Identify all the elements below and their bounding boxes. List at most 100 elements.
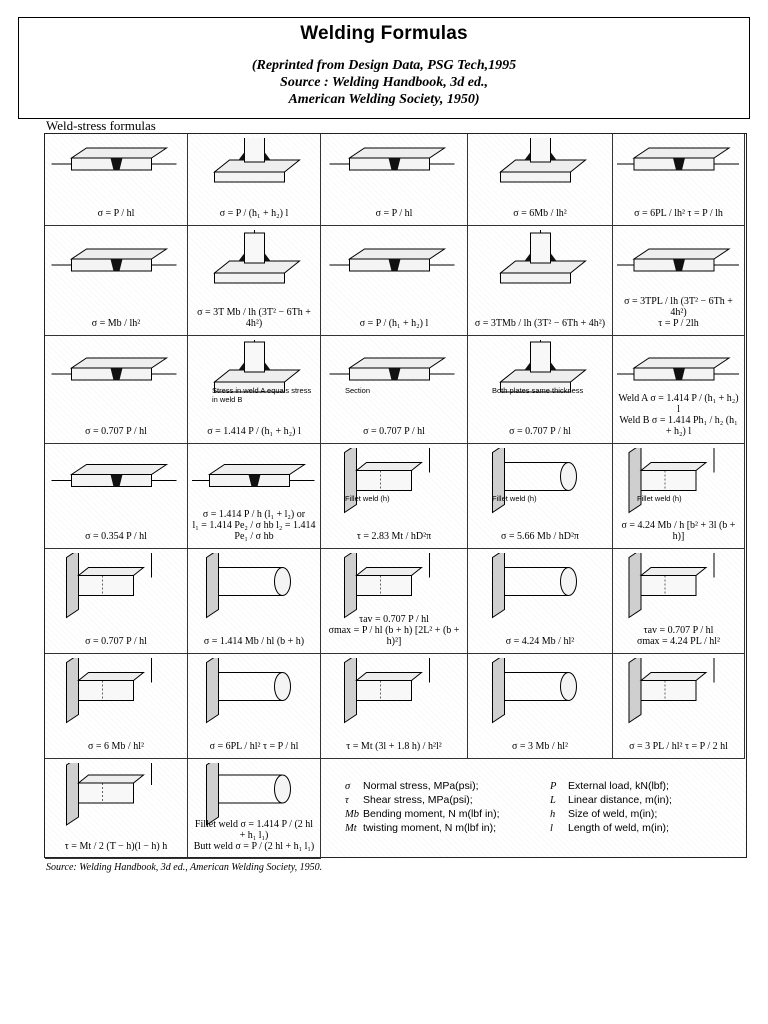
weld-figure (51, 464, 177, 487)
weld-figure (492, 448, 577, 514)
formula-cell: σ = 6 Mb / hl² (45, 654, 188, 759)
formula-cell: σ = Mb / lh² (45, 226, 188, 336)
legend-symbol: L (550, 795, 556, 806)
header-box: Welding Formulas (Reprinted from Design … (18, 17, 750, 119)
legend-symbol: P (550, 781, 557, 792)
legend-description: Length of weld, m(in); (568, 822, 669, 834)
source-line-1: Source : Welding Handbook, 3d ed., (280, 75, 488, 90)
legend-description: Shear stress, MPa(psi); (363, 794, 473, 806)
formula-cell: τ = Mt (3l + 1.8 h) / h²l² (321, 654, 468, 759)
stress-formula: σ = 3TPL / lh (3T² − 6Th + 4h²) τ = P / … (624, 296, 733, 329)
weld-figure (192, 464, 315, 487)
stress-formula: τ = Mt / 2 (T − h)(l − h) h (64, 841, 168, 852)
weld-figure (628, 658, 715, 724)
stress-formula: σ = P / hl (97, 208, 135, 219)
weld-figure (213, 340, 301, 393)
formula-cell: σ = 1.414 Mb / hl (b + h) (188, 549, 321, 654)
legend-symbol: Mt (345, 823, 357, 834)
legend-item: Mt twisting moment, N m(lbf in); (345, 822, 496, 834)
formula-cell: τav = 0.707 P / hl σmax = P / hl (b + h)… (321, 549, 468, 654)
formula-cell: τav = 0.707 P / hl σmax = 4.24 PL / hl² (613, 549, 745, 654)
weld-figure (213, 230, 301, 284)
formula-cell: Weld A σ = 1.414 P / (h₁ + h₂) l Weld B … (613, 336, 745, 444)
page-title: Welding Formulas (300, 23, 468, 44)
weld-figure (499, 230, 587, 284)
formula-cell: σ = 3TMb / lh (3T² − 6Th + 4h²) (468, 226, 613, 336)
weld-figure (617, 147, 739, 171)
weld-figure (329, 248, 455, 272)
formula-cell: σ = 6PL / lh² τ = P / lh (613, 134, 745, 226)
figure-note: Stress in weld A equals stress in weld B (212, 386, 312, 404)
stress-formula: σ = 4.24 Mb / hl² (505, 636, 575, 647)
legend-description: Size of weld, m(in); (568, 808, 658, 820)
stress-formula: τav = 0.707 P / hl σmax = P / hl (b + h)… (328, 614, 460, 647)
formula-cell: σ = 1.414 P / h (l₁ + l₂) or l₁ = 1.414 … (188, 444, 321, 549)
stress-formula: σ = P / (h₁ + h₂) l (219, 208, 289, 219)
stress-formula: σ = 0.707 P / hl (509, 426, 571, 437)
legend-symbol: l (550, 823, 553, 834)
formula-cell: Fillet weld σ = 1.414 P / (2 hl + h₁ l₁)… (188, 759, 321, 859)
weld-figure (492, 658, 577, 724)
formula-cell: σ = 4.24 Mb / h [b² + 3l (b + h)] Fillet … (613, 444, 745, 549)
formula-cell: σ = 3 PL / hl² τ = P / 2 hl (613, 654, 745, 759)
stress-formula: σ = 0.707 P / hl (363, 426, 425, 437)
weld-figure (206, 658, 291, 724)
formula-cell: σ = P / (h₁ + h₂) l (321, 226, 468, 336)
weld-figure (206, 763, 291, 826)
weld-figure (344, 553, 430, 619)
stress-formula: τ = 2.83 Mt / hD²π (356, 531, 432, 542)
stress-formula: Weld A σ = 1.414 P / (h₁ + h₂) l Weld B … (618, 393, 739, 437)
stress-formula: σ = 0.354 P / hl (85, 531, 147, 542)
formula-cell: σ = P / hl (45, 134, 188, 226)
figure-note: Fillet weld (h) (345, 494, 390, 503)
stress-formula: Fillet weld σ = 1.414 P / (2 hl + h₁ l₁)… (193, 819, 315, 852)
weld-figure (66, 763, 152, 826)
legend-description: Linear distance, m(in); (568, 794, 672, 806)
stress-formula: σ = 1.414 P / (h₁ + h₂) l (207, 426, 301, 437)
weld-figure (329, 357, 455, 381)
weld-figure (617, 248, 739, 272)
weld-figure (51, 147, 177, 171)
weld-figure (206, 553, 291, 619)
stress-formula: σ = 6 Mb / hl² (88, 741, 144, 752)
stress-formula: σ = 6PL / lh² τ = P / lh (634, 208, 723, 219)
weld-figure (617, 357, 739, 381)
legend-item: l Length of weld, m(in); (550, 822, 669, 834)
weld-figure (628, 553, 715, 619)
figure-note: Fillet weld (h) (637, 494, 682, 503)
stress-formula: σ = 4.24 Mb / h [b² + 3l (b + h)] (621, 520, 736, 542)
weld-figure (344, 658, 430, 724)
weld-figure (499, 340, 587, 393)
weld-figure (66, 553, 152, 619)
stress-formula: σ = 1.414 Mb / hl (b + h) (203, 636, 305, 647)
formula-cell: σ = 0.707 P / hl (45, 549, 188, 654)
reprint-line: (Reprinted from Design Data, PSG Tech,19… (251, 58, 517, 73)
formula-cell: σ = 0.707 P / hl (45, 336, 188, 444)
stress-formula: σ = 0.707 P / hl (85, 636, 147, 647)
weld-figure (51, 248, 177, 272)
formula-cell: σ = 6PL / hl² τ = P / hl (188, 654, 321, 759)
weld-figure (628, 448, 715, 514)
legend-symbol: Mb (345, 809, 359, 820)
figure-note: Section (345, 386, 371, 395)
stress-formula: τav = 0.707 P / hl σmax = 4.24 PL / hl² (636, 625, 721, 647)
legend-item: L Linear distance, m(in); (550, 794, 672, 806)
legend-description: twisting moment, N m(lbf in); (363, 822, 497, 834)
stress-formula: σ = 3 Mb / hl² (512, 741, 568, 752)
stress-formula: σ = 6Mb / lh² (513, 208, 567, 219)
weld-figure (499, 138, 587, 183)
formula-cell: σ = 3T Mb / lh (3T² − 6Th + 4h²) (188, 226, 321, 336)
formula-cell: σ = P / (h₁ + h₂) l (188, 134, 321, 226)
weld-figure (51, 357, 177, 381)
source-citation: Source: Welding Handbook, 3d ed., Americ… (46, 862, 323, 873)
section-title: Weld-stress formulas (46, 118, 156, 133)
formula-cell: σ = 3 Mb / hl² (468, 654, 613, 759)
